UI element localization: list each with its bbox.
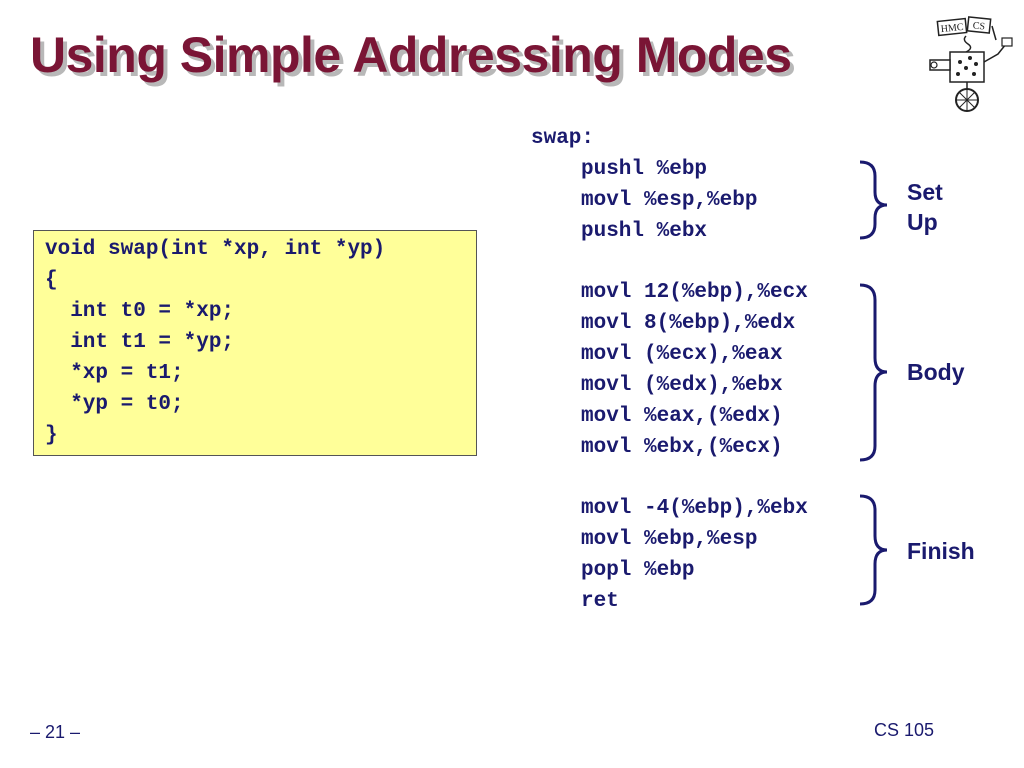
logo-text-cs: CS	[972, 20, 985, 32]
c-code-line: *yp = t0;	[45, 393, 184, 416]
c-code-line: void swap(int *xp, int *yp)	[45, 238, 386, 261]
asm-finish-line: popl %ebp	[581, 559, 695, 582]
c-code-box: void swap(int *xp, int *yp) { int t0 = *…	[33, 230, 477, 456]
c-code-line: *xp = t1;	[45, 362, 184, 385]
c-code-line: }	[45, 424, 58, 447]
page-number: – 21 –	[30, 722, 81, 742]
hmc-cs-robot-logo-icon: HMC CS	[929, 16, 1013, 112]
setup-label-line1: Set	[907, 179, 943, 205]
course-label: CS 105	[874, 720, 935, 740]
asm-finish-line: ret	[581, 590, 619, 613]
slide-title: Using Simple Addressing Modes	[30, 27, 792, 83]
asm-body-line: movl (%edx),%ebx	[581, 374, 783, 397]
body-brace	[859, 283, 888, 462]
asm-body-line: movl 8(%ebp),%edx	[581, 312, 796, 335]
finish-label: Finish	[907, 538, 975, 564]
asm-body-line: movl %ebx,(%ecx)	[581, 436, 783, 459]
asm-body-line: movl 12(%ebp),%ecx	[581, 281, 808, 304]
asm-body-line: movl %eax,(%edx)	[581, 405, 783, 428]
setup-brace	[859, 160, 888, 240]
setup-label: Set Up	[907, 177, 943, 237]
asm-function-label: swap:	[531, 127, 595, 150]
asm-setup-line: pushl %ebp	[581, 158, 708, 181]
asm-setup-line: movl %esp,%ebp	[581, 189, 758, 212]
finish-brace	[859, 494, 888, 606]
section-braces	[859, 160, 888, 606]
asm-finish-line: movl -4(%ebp),%ebx	[581, 497, 808, 520]
asm-finish-line: movl %ebp,%esp	[581, 528, 758, 551]
c-code-line: int t0 = *xp;	[45, 300, 235, 323]
body-label: Body	[907, 359, 965, 385]
asm-body-line: movl (%ecx),%eax	[581, 343, 783, 366]
logo-text-hmc: HMC	[940, 22, 964, 35]
setup-label-line2: Up	[907, 209, 938, 235]
c-code-line: int t1 = *yp;	[45, 331, 235, 354]
asm-setup-line: pushl %ebx	[581, 220, 708, 243]
c-code-line: {	[45, 269, 58, 292]
